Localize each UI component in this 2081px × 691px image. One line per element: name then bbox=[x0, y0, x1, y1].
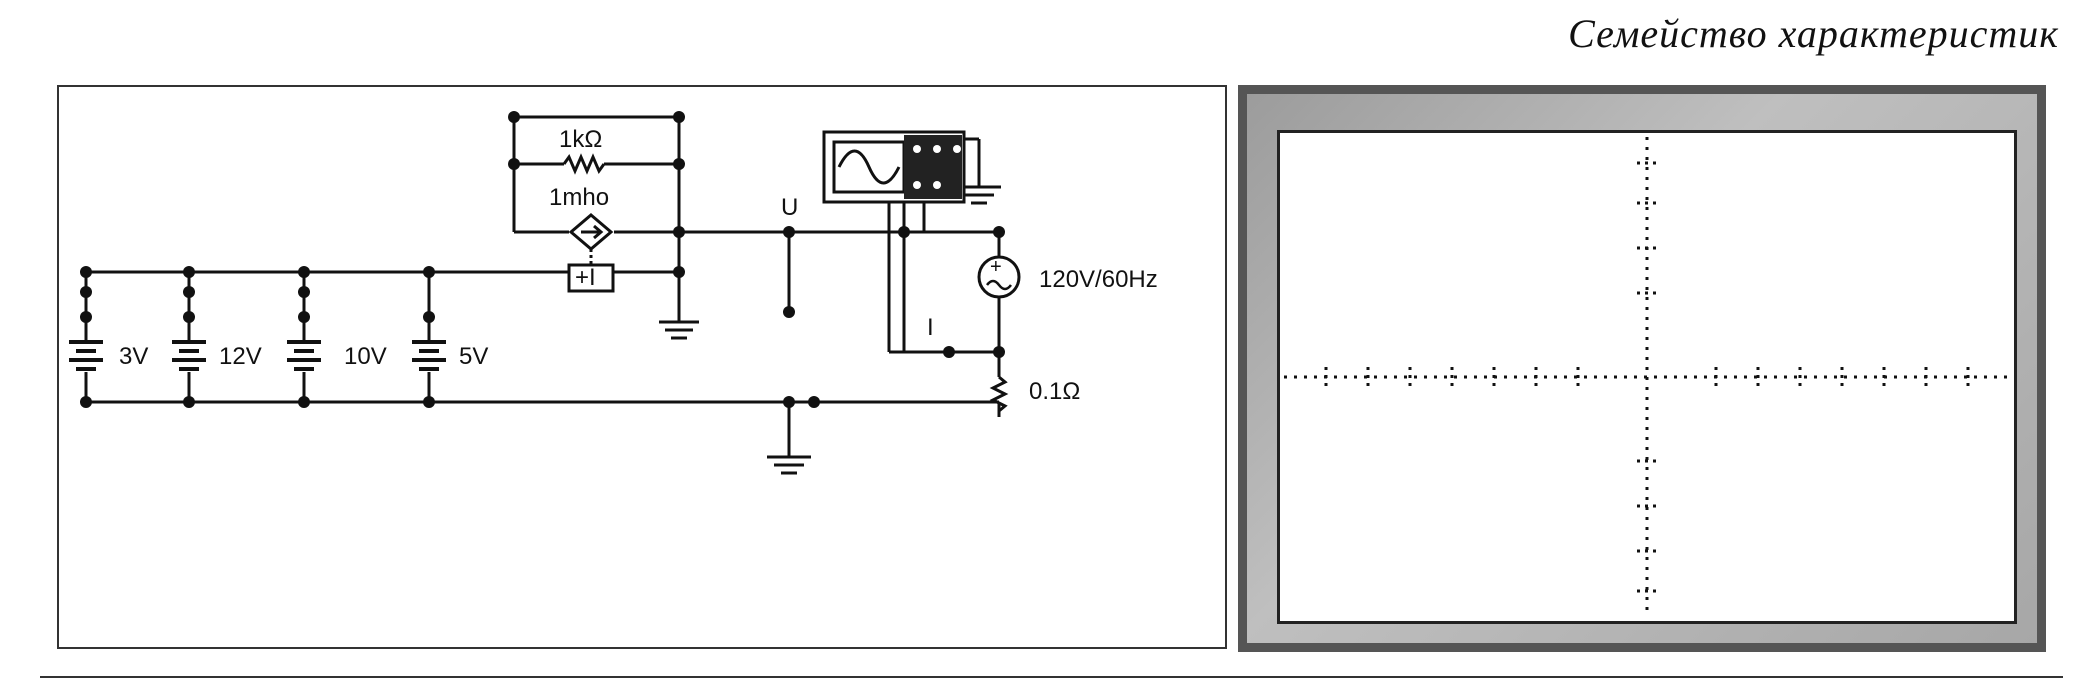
ac-wave-icon bbox=[986, 279, 1012, 291]
oscilloscope-grid bbox=[1284, 137, 2010, 617]
node-i-label: I bbox=[927, 314, 934, 341]
oscilloscope-screen[interactable] bbox=[1277, 130, 2017, 624]
feedback-dots bbox=[508, 111, 685, 238]
battery-symbols bbox=[69, 340, 446, 371]
conductance-label: 1mho bbox=[549, 184, 609, 211]
resistor-label: 1kΩ bbox=[559, 126, 602, 153]
battery-bank[interactable] bbox=[84, 232, 814, 404]
oscilloscope-icon[interactable] bbox=[822, 130, 966, 204]
oscilloscope-ticks bbox=[1324, 161, 1970, 593]
battery-label-3v: 3V bbox=[119, 343, 148, 370]
oscilloscope-bezel bbox=[1247, 94, 2037, 643]
node-u-label: U bbox=[781, 194, 798, 221]
main-dots bbox=[783, 226, 1005, 358]
ac-source-plus-icon: + bbox=[990, 256, 1002, 278]
oscilloscope-panel bbox=[1238, 85, 2046, 652]
dependent-current-source[interactable] bbox=[567, 263, 615, 293]
battery-label-12v: 12V bbox=[219, 343, 262, 370]
main-wiring[interactable] bbox=[429, 177, 1009, 417]
footer-rule bbox=[40, 676, 2063, 678]
schematic-panel: +I bbox=[57, 85, 1227, 649]
ground-symbol-bottom bbox=[767, 402, 811, 475]
battery-label-10v: 10V bbox=[344, 343, 387, 370]
ground-symbol-left bbox=[659, 312, 699, 340]
shunt-label: 0.1Ω bbox=[1029, 378, 1080, 405]
source-label: 120V/60Hz bbox=[1039, 266, 1158, 293]
battery-label-5v: 5V bbox=[459, 343, 488, 370]
dependent-source-symbol: +I bbox=[575, 264, 596, 291]
feedback-network[interactable] bbox=[512, 115, 681, 265]
page-title: Семейство характеристик bbox=[1568, 11, 2059, 56]
battery-bank-dots bbox=[80, 266, 820, 408]
circuit-diagram: +I bbox=[69, 111, 1158, 475]
